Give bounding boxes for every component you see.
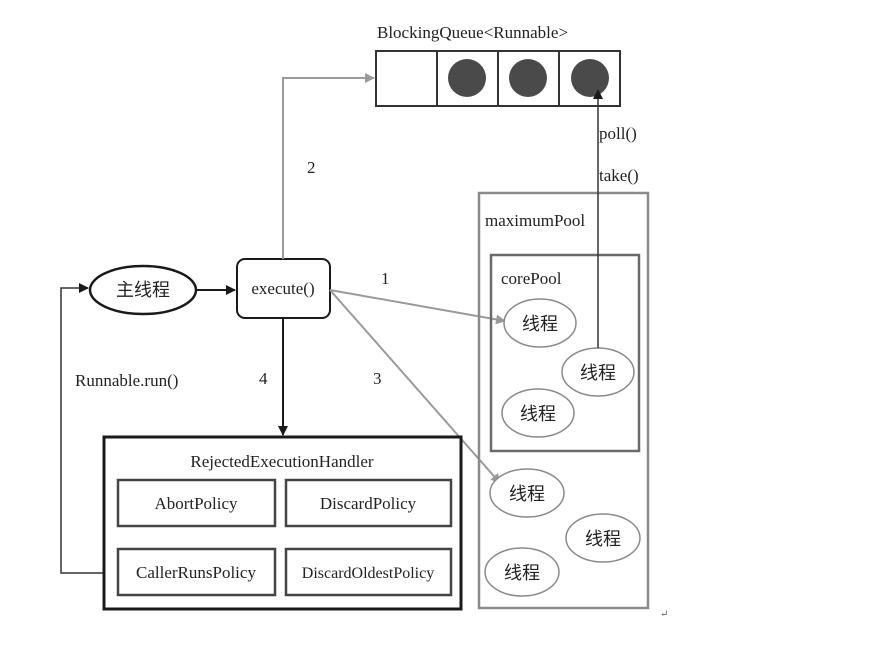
policy-label-discard: DiscardPolicy bbox=[320, 494, 417, 513]
blocking-queue bbox=[375, 50, 621, 107]
max-thread-label: 线程 bbox=[585, 529, 621, 550]
step3-label: 3 bbox=[373, 369, 382, 388]
core-thread-label: 线程 bbox=[522, 314, 558, 335]
take-label: take() bbox=[599, 166, 639, 185]
queued-task-dot bbox=[448, 59, 486, 97]
arrow-step1-to-core-pool bbox=[329, 289, 506, 325]
step1-label: 1 bbox=[381, 269, 390, 288]
policy-label-caller-runs: CallerRunsPolicy bbox=[136, 563, 256, 582]
arrow-caller-runs-to-main bbox=[60, 283, 118, 574]
max-thread-node bbox=[489, 468, 565, 518]
max-thread-label: 线程 bbox=[504, 563, 540, 584]
rejected-handler-title: RejectedExecutionHandler bbox=[190, 452, 373, 471]
core-thread-label: 线程 bbox=[580, 363, 616, 384]
queue-slot-empty bbox=[375, 50, 438, 107]
core-thread-label: 线程 bbox=[520, 404, 556, 425]
paragraph-mark: ↵ bbox=[660, 609, 668, 620]
queued-task-dot bbox=[571, 59, 609, 97]
main-thread-label: 主线程 bbox=[116, 280, 170, 301]
max-thread-label: 线程 bbox=[509, 484, 545, 505]
poll-label: poll() bbox=[599, 124, 637, 143]
policy-box-caller-runs bbox=[116, 547, 277, 597]
step4-label: 4 bbox=[259, 369, 268, 388]
policy-box-discard bbox=[284, 478, 453, 528]
policy-label-abort: AbortPolicy bbox=[154, 494, 238, 513]
runnable-run-label: Runnable.run() bbox=[75, 371, 178, 390]
core-pool-title: corePool bbox=[501, 269, 562, 288]
step2-label: 2 bbox=[307, 158, 316, 177]
maximum-pool-title: maximumPool bbox=[485, 211, 585, 230]
arrow-step2-to-queue bbox=[282, 73, 375, 259]
maximum-pool-box bbox=[477, 191, 650, 610]
arrow-step3-to-max-pool bbox=[329, 289, 501, 484]
core-pool-box bbox=[489, 253, 641, 453]
policy-box-discard-oldest bbox=[284, 547, 453, 597]
queue-title: BlockingQueue<Runnable> bbox=[377, 23, 568, 42]
core-thread-node bbox=[501, 388, 575, 438]
core-thread-node bbox=[503, 298, 577, 348]
max-thread-node bbox=[565, 513, 641, 563]
execute-label: execute() bbox=[251, 279, 314, 298]
policy-box-abort bbox=[116, 478, 277, 528]
queued-task-dot bbox=[509, 59, 547, 97]
policy-label-discard-oldest: DiscardOldestPolicy bbox=[302, 565, 434, 582]
max-thread-node bbox=[484, 547, 560, 597]
